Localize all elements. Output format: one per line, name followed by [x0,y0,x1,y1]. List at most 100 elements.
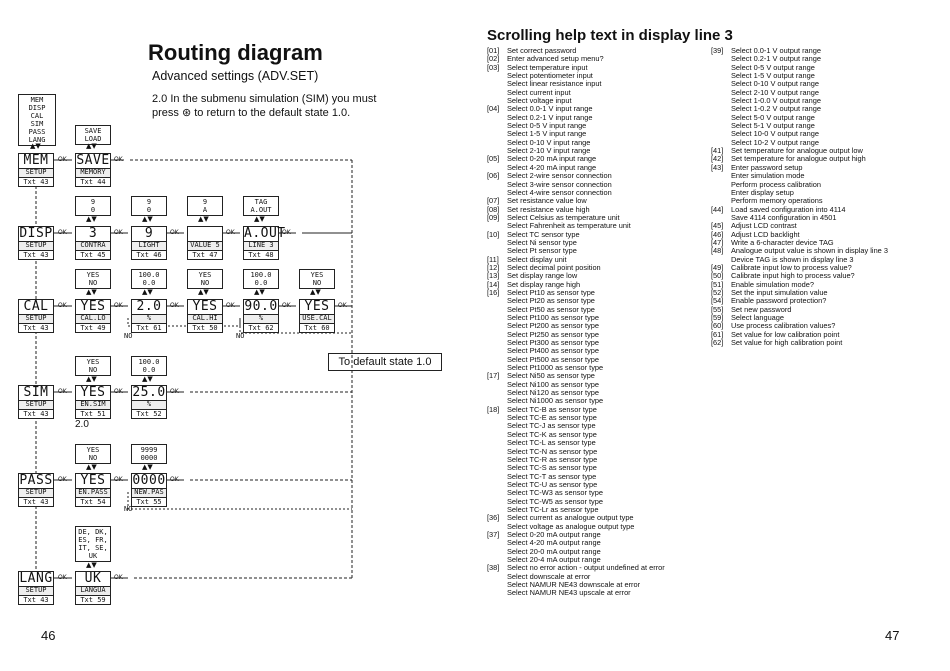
help-code [487,314,507,322]
help-text-row: [41]Set temperature for analogue output … [711,146,888,155]
help-text-row: [43]Enter password setup [711,162,888,172]
scroll-arrows-icon: ▲▼ [86,142,97,150]
help-text: Enter advanced setup menu? [507,54,604,64]
help-text-row: Select Ni1000 as sensor type [487,397,665,406]
help-code [487,456,507,464]
help-code [487,489,507,497]
help-code [487,422,507,430]
ok-icon: OK [170,302,179,309]
lcd-cal-hi-value[interactable]: 90.0%Txt 62 [243,299,279,333]
help-text-row: Select 1-0.2 V output range [711,105,888,114]
help-text: Select Pt200 as sensor type [507,321,600,331]
help-text-row: Select Pt250 as sensor type [487,330,665,339]
help-text-row: Select 0.2-1 V input range [487,113,665,122]
scroll-arrows-icon: ▲▼ [86,288,97,296]
ok-icon: OK [282,302,291,309]
ok-icon: OK [114,229,123,236]
help-text: Set correct password [507,46,577,55]
help-text-row: Select 10-2 V output range [711,138,888,147]
help-text: Select Celsius as temperature unit [507,212,620,222]
help-text: Set temperature for analogue output high [731,154,866,164]
help-code [487,130,507,138]
help-text-row: [02]Enter advanced setup menu? [487,54,665,64]
scroll-arrows-icon: ▲▼ [142,288,153,296]
help-code [487,331,507,339]
help-text-row: Select Pt400 as sensor type [487,346,665,356]
help-text-row: [04]Select 0.0-1 V input range [487,105,665,114]
help-code: [13] [487,271,500,281]
help-text-row: [48] Analogue output value is shown in di… [711,246,888,256]
help-code [487,539,507,547]
help-text: Analogue output value is shown in displa… [731,246,888,256]
help-text-row: Select 0-10 V output range [711,80,888,89]
help-code: [37] [487,529,500,539]
help-code: [38] [487,563,500,573]
help-text-row: [37]Select 0-20 mA output range [487,529,665,539]
help-text: Select Pt400 as sensor type [507,346,600,356]
help-text: Select 2-10 V input range [507,146,591,156]
help-text: Select TC-W3 as sensor type [507,488,603,498]
help-text-row: [42]Set temperature for analogue output … [711,154,888,164]
lcd-sim-value[interactable]: 25.0%Txt 52 [131,385,167,419]
help-code [711,89,731,97]
help-text: Select TC-K as sensor type [507,429,597,439]
ok-icon: OK [58,574,67,581]
help-code [487,239,507,247]
help-text-row: Select 0-5 V input range [487,121,665,130]
help-text-row: [13]Set display range low [487,271,665,281]
help-text-row: Select Pt sensor type [487,246,665,255]
lcd-cal-lo-value[interactable]: 2.0%Txt 61 [131,299,167,333]
note-text: 2.0 In the submenu simulation (SIM) you … [152,93,377,119]
scroll-arrows-icon: ▲▼ [86,463,97,471]
help-text: Select Pt300 as sensor type [507,338,600,348]
no-label: NO [124,505,133,513]
help-text-row: Select Fahrenheit as temperature unit [487,221,665,230]
help-code: [49] [711,262,724,272]
help-text: Select 4-wire sensor connection [507,187,612,197]
help-text-row: [62]Set value for high calibration point [711,338,888,347]
ok-icon: OK [58,476,67,483]
help-text-row: Select 2-10 V input range [487,146,665,156]
help-text: Select TC-J as sensor type [507,421,596,431]
help-text: Select decimal point position [507,262,601,272]
help-text-row: [03]Select temperature input [487,62,665,72]
help-text-row: Select TC-T as sensor type [487,472,665,481]
ok-icon: OK [282,229,291,236]
help-code [487,139,507,147]
help-text-row: Select TC-W5 as sensor type [487,497,665,506]
help-text: Select display unit [507,254,567,264]
help-code [487,181,507,189]
help-text-row: [38]Select no error action - output unde… [487,563,665,573]
help-text-row: Select Pt500 as sensor type [487,355,665,364]
help-code [487,448,507,456]
help-text: Select Ni sensor type [507,237,577,247]
help-code: [59] [711,313,724,322]
help-text: Select temperature input [507,62,588,72]
help-code: [48] [711,246,724,256]
help-text: Enter password setup [731,162,803,172]
help-text-row: [54]Enable password protection? [711,296,888,305]
help-text-row: [45]Adjust LCD contrast [711,221,888,230]
no-label: NO [124,332,133,340]
